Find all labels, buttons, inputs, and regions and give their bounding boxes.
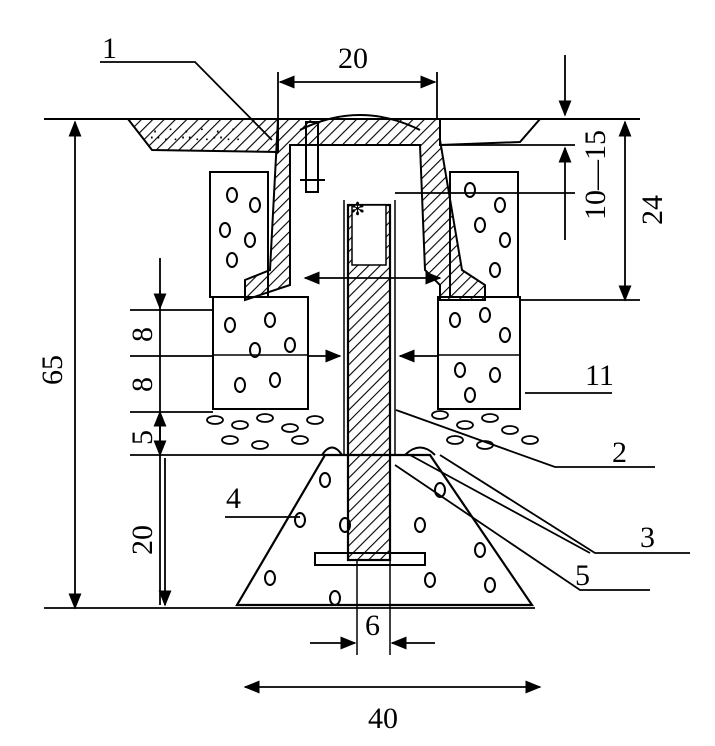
leader-2 [395,409,655,468]
label-depth-range: 10—15 [579,130,612,220]
label-upper-height: 24 [636,195,669,225]
label-part-4: 4 [226,482,241,515]
gravel-layer [206,410,539,450]
label-layer-b: 8 [126,377,159,392]
label-part-11: 11 [585,359,614,392]
label-part-3: 3 [640,521,655,554]
bolt [305,121,319,193]
svg-text:✻: ✻ [350,199,365,219]
label-part-1: 1 [102,32,117,65]
aggregate-texture [219,182,511,403]
label-part-5: 5 [575,559,590,592]
surface-layer-right [439,118,543,147]
surface-dots: ∴ ⸫ ∴ ⸫ ∴ ⸫ [150,127,240,144]
block-mid-right [437,296,521,410]
leader-3b [409,454,591,554]
label-total-height: 65 [36,355,69,385]
cap-arch [299,114,421,131]
label-post-width: 6 [365,609,380,642]
label-footing-width: 40 [368,702,398,735]
leader-5 [394,464,650,591]
label-layer-c: 5 [126,430,159,445]
label-footing-height: 20 [126,525,159,555]
label-layer-a: 8 [126,327,159,342]
block-mid-left [212,296,309,410]
label-top-width: 20 [338,42,368,75]
leader-3 [439,454,690,554]
label-part-2: 2 [612,436,627,469]
leader-1 [100,61,273,141]
